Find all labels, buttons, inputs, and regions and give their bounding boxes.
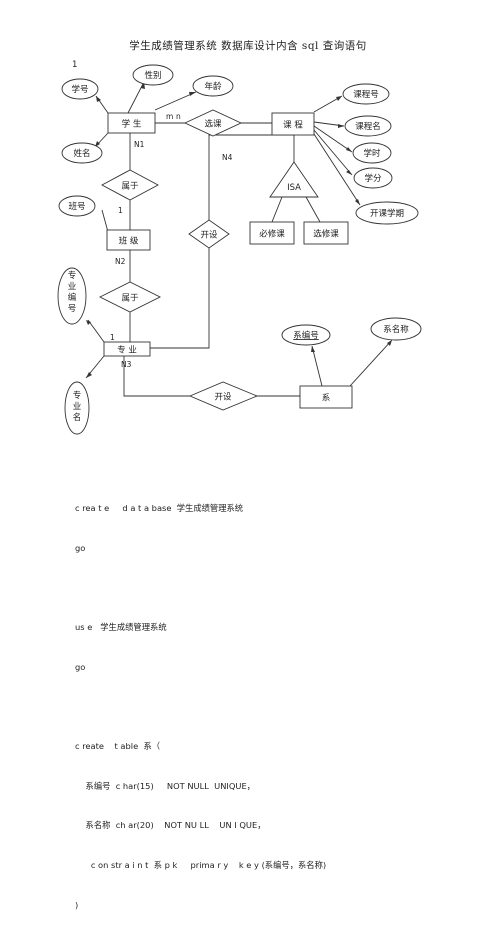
attr-class-id	[58, 195, 96, 217]
code-line: c on str a i n t 系 p k prima r y k e y (…	[75, 859, 327, 870]
attr-age	[192, 75, 234, 97]
relationship-offer-course	[188, 219, 230, 249]
code-line	[75, 582, 475, 595]
card-one-class: 1	[118, 206, 123, 215]
sql-code-block: c rea t e d a t a base 学生成绩管理系统 go us e …	[75, 476, 475, 925]
attr-dept-id-label: 系编号	[293, 330, 319, 341]
entity-department-label: 系	[322, 393, 331, 404]
relationship-belong-class	[101, 169, 159, 201]
card-one-major: 1	[110, 333, 115, 342]
entity-department	[299, 385, 353, 409]
entity-class	[106, 229, 151, 251]
attr-name	[61, 142, 103, 164]
attr-dept-name-label: 系名称	[383, 324, 409, 335]
attr-age-label: 年龄	[204, 81, 222, 92]
corner-mark: 1	[72, 60, 77, 70]
entity-course	[271, 112, 315, 136]
attr-hours	[352, 142, 392, 164]
attr-credits	[353, 167, 393, 189]
attr-dept-id	[281, 324, 331, 346]
er-diagram: 1	[57, 60, 422, 435]
subtype-elective	[303, 221, 349, 245]
entity-major-label: 专 业	[117, 345, 137, 356]
code-line: go	[75, 543, 86, 554]
connector-lines	[85, 81, 393, 397]
attr-term-label: 开课学期	[370, 208, 404, 219]
attr-hours-label: 学时	[363, 148, 381, 159]
relationship-belong-major	[98, 281, 162, 313]
attr-course-id	[342, 83, 390, 105]
attr-major-name	[64, 381, 90, 435]
relationship-select-label: 选课	[204, 119, 222, 130]
code-line: us e 学生成绩管理系统	[75, 622, 167, 633]
entity-student	[107, 112, 156, 134]
code-line: c rea t e d a t a base 学生成绩管理系统	[75, 503, 244, 514]
entity-class-label: 班 级	[119, 236, 139, 247]
card-n: n	[176, 112, 181, 121]
attr-dept-name	[370, 317, 422, 341]
code-line: )	[75, 899, 79, 910]
attr-course-name-label: 课程名	[355, 121, 381, 132]
card-N1: N1	[134, 140, 145, 149]
attr-gender	[132, 64, 174, 86]
attr-major-name-label: 专业名	[73, 390, 82, 423]
subtype-elective-label: 选修课	[313, 229, 339, 240]
attr-gender-label: 性别	[144, 70, 161, 81]
relationship-offer-major	[188, 381, 259, 411]
attr-term	[355, 201, 419, 225]
isa-label: ISA	[287, 183, 301, 193]
attr-class-id-label: 班号	[68, 201, 85, 212]
page-title: 学生成绩管理系统 数据库设计内含 sql 查询语句	[129, 40, 367, 52]
card-N4: N4	[222, 153, 233, 162]
code-line	[75, 700, 475, 713]
attr-major-id-label: 专业编号	[68, 270, 77, 314]
subtype-required-label: 必修课	[259, 229, 285, 240]
attr-credits-label: 学分	[364, 173, 382, 184]
relationship-offer-course-label: 开设	[200, 230, 218, 241]
relationship-select	[183, 109, 243, 137]
card-m: m	[166, 112, 173, 121]
card-N2: N2	[115, 257, 126, 266]
code-line: 系名称 ch ar(20) NOT NU LL UN I QUE，	[75, 820, 266, 831]
entity-course-label: 课 程	[283, 120, 303, 131]
code-line: c reate t able 系（	[75, 741, 161, 752]
entity-major	[103, 341, 151, 357]
subtype-required	[249, 221, 295, 245]
relationship-offer-major-label: 开设	[214, 392, 232, 403]
attr-course-name	[344, 115, 392, 137]
attr-course-id-label: 课程号	[353, 89, 379, 100]
relationship-belong-major-label: 属于	[121, 294, 139, 304]
entity-student-label: 学 生	[122, 119, 142, 130]
card-N3: N3	[121, 360, 132, 369]
relationship-belong-class-label: 属于	[121, 182, 139, 192]
attr-major-id	[57, 267, 87, 325]
isa-triangle	[269, 161, 319, 198]
code-line: 系编号 c har(15) NOT NULL UNIQUE，	[75, 780, 255, 791]
attr-name-label: 姓名	[73, 148, 90, 159]
attr-student-id-label: 学号	[71, 84, 88, 95]
code-line: go	[75, 661, 86, 672]
attr-student-id	[61, 78, 99, 100]
